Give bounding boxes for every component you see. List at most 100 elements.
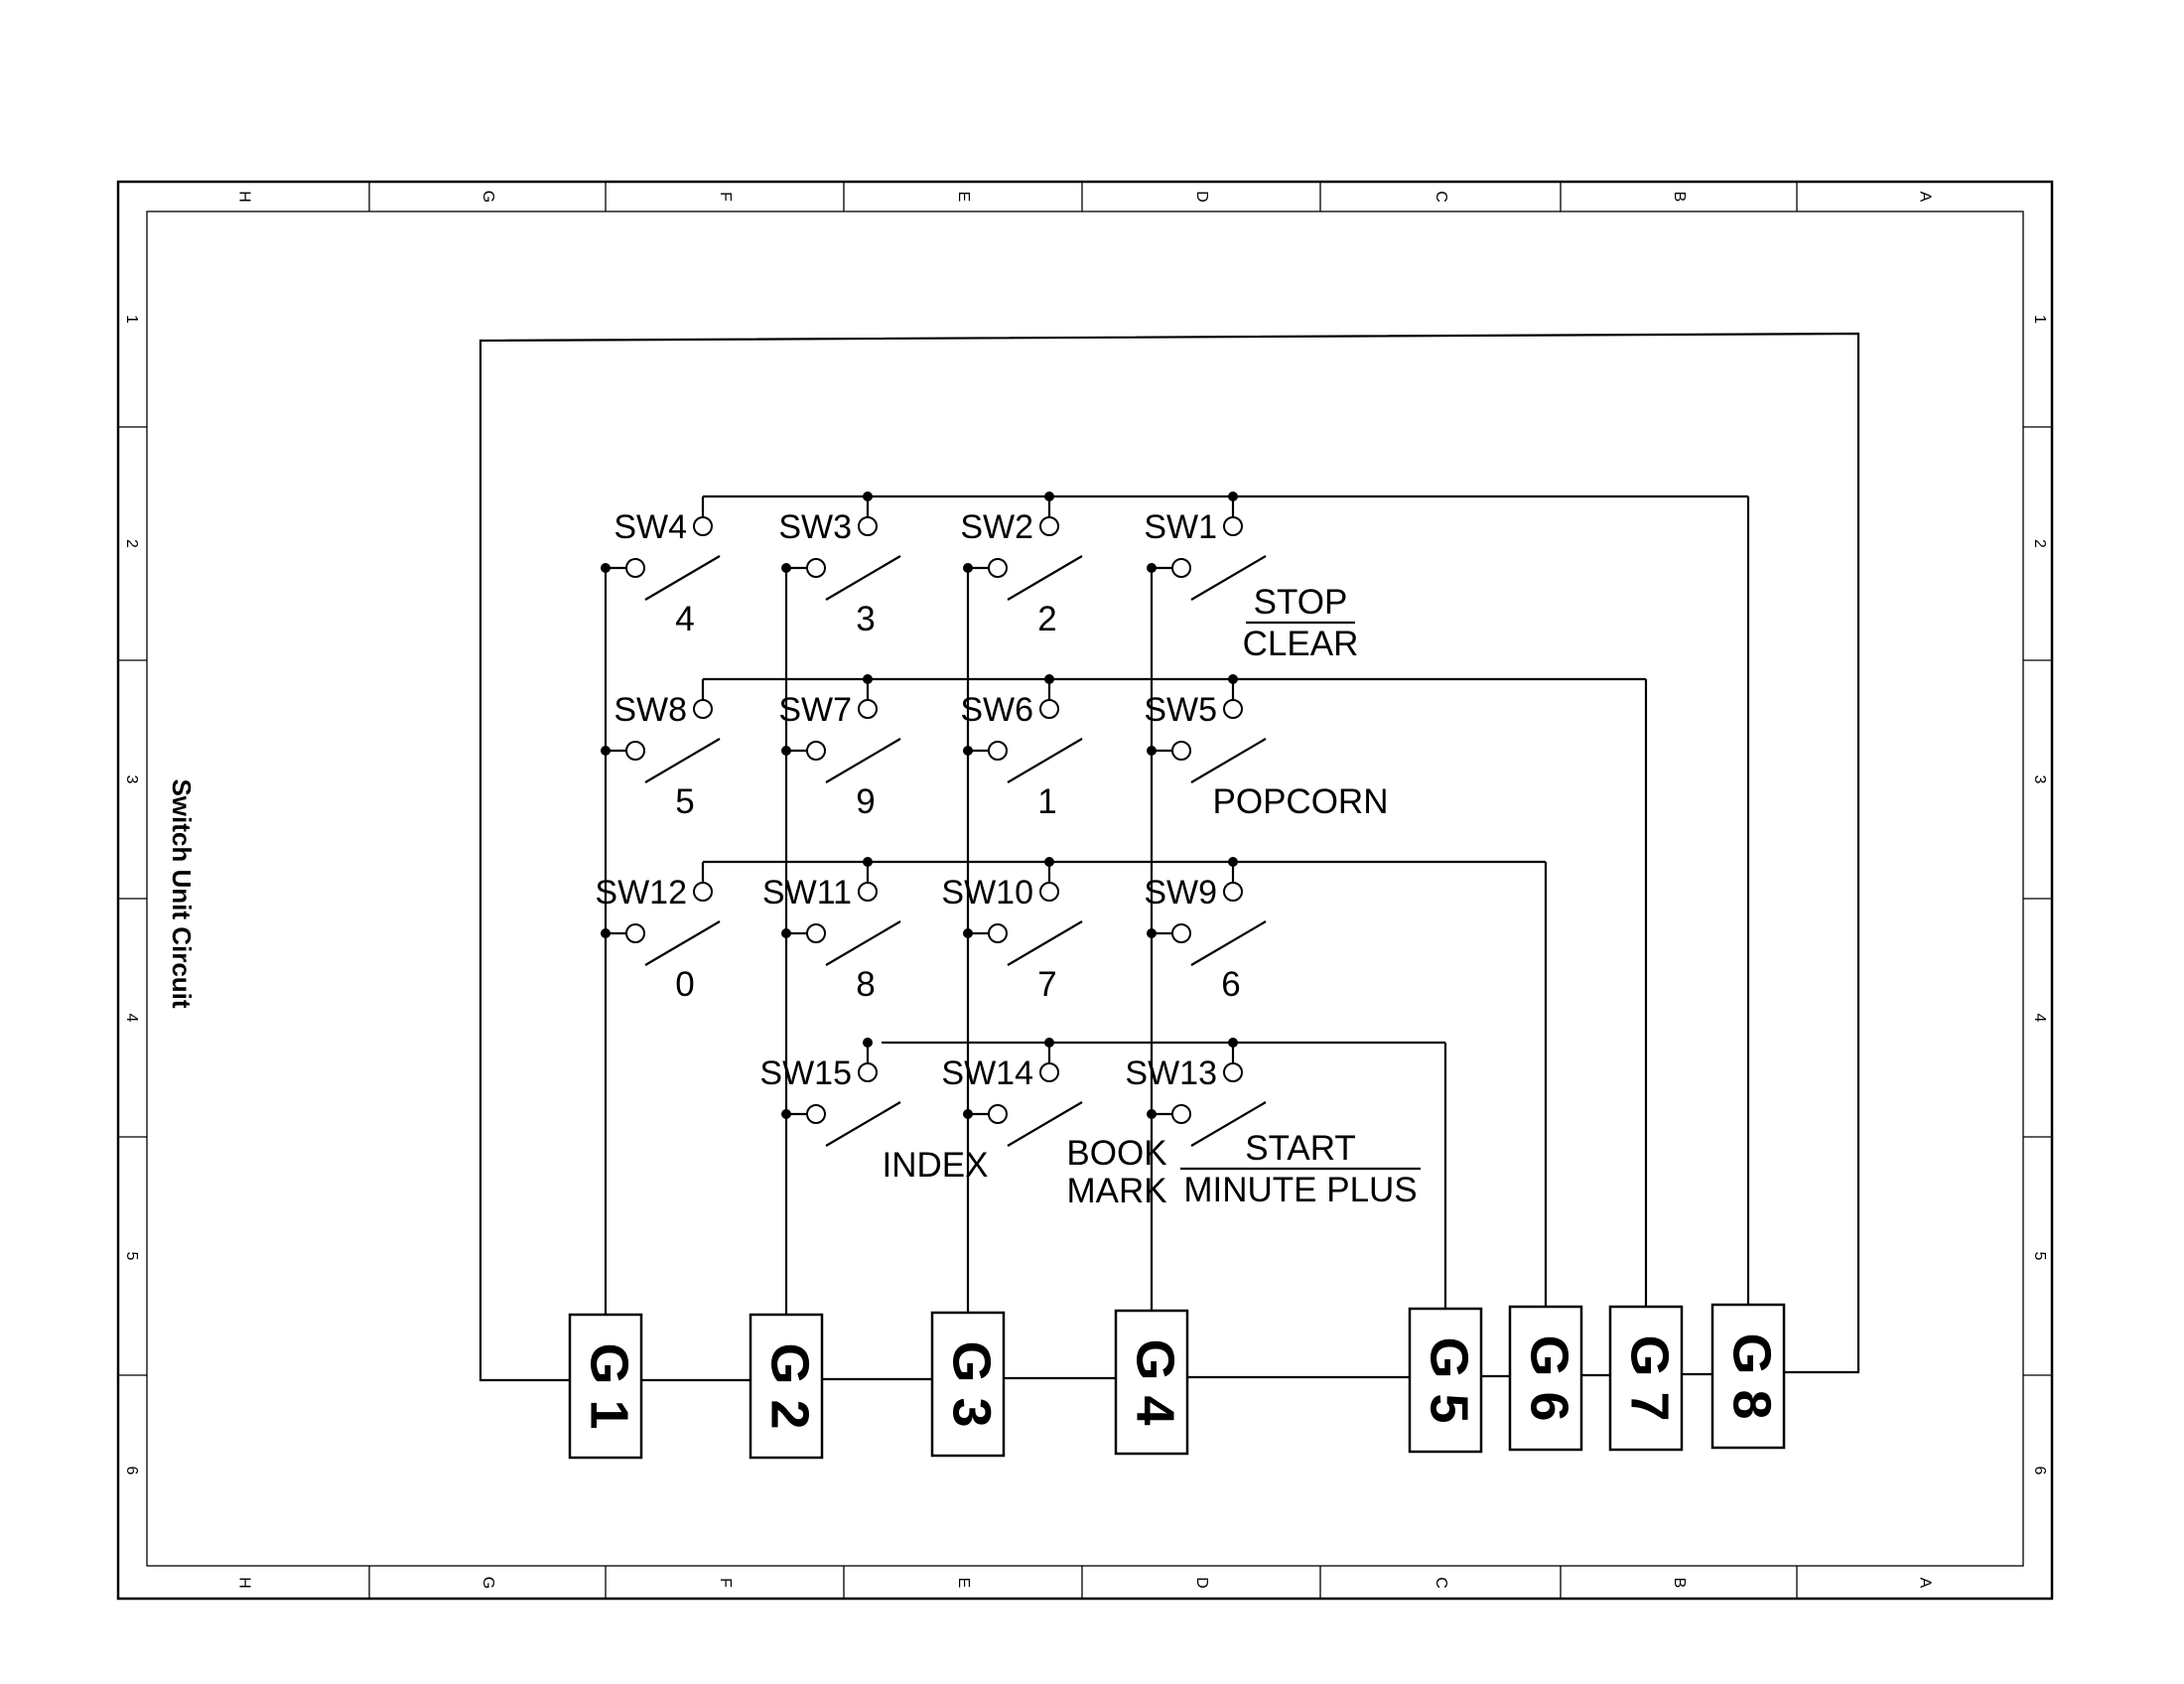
switch-terminal-upper — [858, 1062, 878, 1082]
switch-terminal-lower — [1171, 558, 1191, 578]
zone-label-bottom: D — [1193, 1577, 1210, 1589]
switch-lever — [1190, 738, 1267, 783]
switch-id-label: SW9 — [1144, 874, 1217, 912]
zone-label-bottom: A — [1916, 1578, 1933, 1589]
zone-label-right: 6 — [2031, 1467, 2048, 1475]
junction-dot — [963, 563, 973, 573]
junction-dot — [963, 928, 973, 938]
switch-terminal-lower — [988, 558, 1008, 578]
key-label-top: BOOK — [1066, 1134, 1166, 1173]
switch-terminal-upper — [693, 699, 713, 719]
grid-connector-6: G 6 — [1508, 1305, 1583, 1452]
switch-terminal-lower — [625, 923, 645, 943]
switch-lever — [825, 555, 901, 601]
zone-label-top: G — [479, 191, 496, 203]
zone-label-bottom: E — [955, 1578, 972, 1589]
switch-terminal-upper — [1223, 882, 1243, 902]
junction-dot — [863, 674, 873, 684]
switch-terminal-lower — [988, 1104, 1008, 1124]
switch-terminal-lower — [625, 558, 645, 578]
outer-loop-wire — [478, 332, 1860, 1382]
junction-dot — [601, 746, 611, 756]
junction-dot — [863, 491, 873, 501]
junction-dot — [781, 746, 791, 756]
grid-connector-box — [1114, 1309, 1189, 1456]
zone-label-right: 5 — [2031, 1252, 2048, 1261]
junction-dot — [601, 928, 611, 938]
switch-terminal-lower — [625, 741, 645, 761]
key-label-bottom: CLEAR — [1243, 625, 1359, 663]
switch-id-label: SW15 — [759, 1054, 852, 1092]
switch-terminal-upper — [1039, 1062, 1059, 1082]
junction-dot — [601, 563, 611, 573]
zone-label-left: 4 — [123, 1014, 140, 1023]
zone-label-bottom: C — [1433, 1577, 1449, 1589]
zone-label-bottom: B — [1671, 1578, 1688, 1589]
grid-connector-box — [930, 1311, 1006, 1458]
switch-terminal-lower — [988, 741, 1008, 761]
grid-connector-label: G 8 — [1722, 1333, 1782, 1419]
switch-lever — [1190, 555, 1267, 601]
junction-dot — [863, 857, 873, 867]
switch-id-label: SW7 — [778, 691, 852, 729]
key-label-bottom: MINUTE PLUS — [1183, 1171, 1417, 1209]
switch-terminal-lower — [988, 923, 1008, 943]
zone-label-bottom: H — [235, 1577, 252, 1589]
switch-lever — [1007, 1101, 1083, 1147]
switch-terminal-upper — [693, 516, 713, 536]
switch-id-label: SW12 — [595, 874, 687, 912]
zone-label-right: 3 — [2031, 775, 2048, 784]
junction-dot — [1228, 1038, 1238, 1048]
junction-dot — [1228, 857, 1238, 867]
junction-dot — [781, 1109, 791, 1119]
switch-lever — [644, 920, 721, 966]
junction-dot — [1147, 928, 1157, 938]
zone-label-left: 6 — [123, 1467, 140, 1475]
grid-connector-box — [568, 1313, 643, 1460]
switch-id-label: SW10 — [941, 874, 1033, 912]
drawing-title: Switch Unit Circuit — [167, 778, 197, 1008]
key-label: 5 — [675, 782, 694, 821]
switch-terminal-upper — [1223, 1062, 1243, 1082]
grid-connector-label: G 2 — [760, 1342, 820, 1429]
switch-terminal-upper — [858, 699, 878, 719]
junction-dot — [1228, 491, 1238, 501]
grid-connector-label: G 7 — [1620, 1334, 1680, 1421]
junction-dot — [781, 928, 791, 938]
junction-dot — [781, 563, 791, 573]
switch-id-label: SW6 — [960, 691, 1033, 729]
switch-terminal-upper — [1223, 699, 1243, 719]
switch-lever — [1007, 920, 1083, 966]
grid-connector-2: G 2 — [749, 1313, 824, 1460]
switch-id-label: SW4 — [614, 508, 687, 546]
grid-connector-box — [1608, 1305, 1684, 1452]
switch-terminal-lower — [806, 741, 826, 761]
junction-dot — [1044, 491, 1054, 501]
switch-terminal-upper — [1039, 699, 1059, 719]
grid-connector-1: G 1 — [568, 1313, 643, 1460]
switch-lever — [1007, 738, 1083, 783]
zone-label-right: 4 — [2031, 1014, 2048, 1023]
switch-matrix: SW44SW33SW22SW1STOPCLEARSW85SW79SW61SW5P… — [595, 491, 1421, 1210]
zone-label-top: H — [235, 191, 252, 203]
zone-label-top: D — [1193, 191, 1210, 203]
switch-lever — [644, 555, 721, 601]
key-label-top: START — [1245, 1129, 1356, 1168]
switch-terminal-upper — [858, 882, 878, 902]
key-label: 3 — [856, 600, 875, 638]
key-label: 2 — [1037, 600, 1056, 638]
zone-label-left: 5 — [123, 1252, 140, 1261]
grid-connector-3: G 3 — [930, 1311, 1006, 1458]
grid-connector-7: G 7 — [1608, 1305, 1684, 1452]
grid-connector-label: G 6 — [1520, 1334, 1579, 1421]
